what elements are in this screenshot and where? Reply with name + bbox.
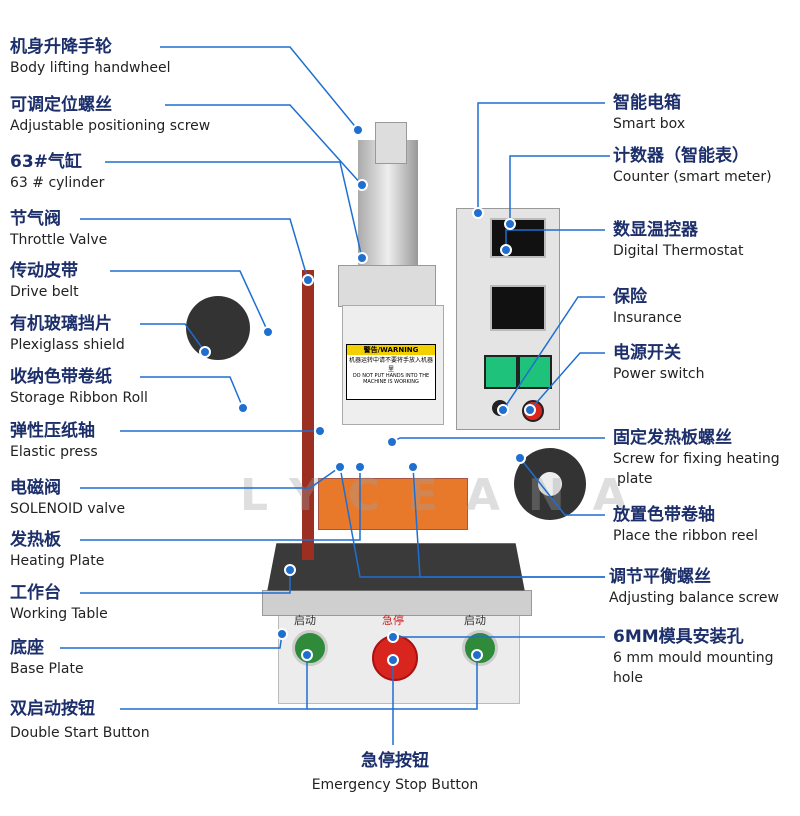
- label-heating-plate: 发热板 Heating Plate: [10, 529, 104, 571]
- label-throttle-valve: 节气阀 Throttle Valve: [10, 208, 107, 250]
- storage-ribbon-roll: [186, 296, 250, 360]
- label-zh: 机身升降手轮: [10, 37, 112, 57]
- label-en: Drive belt: [10, 284, 79, 300]
- ribbon-reel-hub: [538, 472, 562, 496]
- label-zh: 有机玻璃挡片: [10, 314, 112, 334]
- label-en: Smart box: [613, 116, 686, 132]
- label-en: Power switch: [613, 366, 705, 382]
- start-button-left[interactable]: [292, 630, 328, 666]
- label-mould-hole: 6MM模具安装孔 6 mm mould mounting hole: [613, 626, 773, 688]
- label-zh: 工作台: [10, 583, 61, 603]
- label-zh: 底座: [10, 638, 44, 658]
- label-zh: 6MM模具安装孔: [613, 627, 744, 647]
- label-en: Emergency Stop Button: [311, 777, 479, 793]
- label-working-table: 工作台 Working Table: [10, 582, 108, 624]
- label-counter: 计数器（智能表） Counter (smart meter): [613, 145, 772, 187]
- label-en: Base Plate: [10, 661, 84, 677]
- label-zh: 可调定位螺丝: [10, 95, 112, 115]
- label-en-2: plate: [617, 471, 653, 487]
- warning-sticker: 警告/WARNING 机器运转中请不要将手放入机器里 DO NOT PUT HA…: [346, 344, 436, 400]
- label-zh: 弹性压纸轴: [10, 421, 95, 441]
- label-en: Double Start Button: [10, 725, 150, 741]
- label-body-lifting-handwheel: 机身升降手轮 Body lifting handwheel: [10, 36, 171, 78]
- label-en: 63 # cylinder: [10, 175, 105, 191]
- label-en: Adjusting balance screw: [609, 590, 779, 606]
- label-zh: 保险: [613, 287, 647, 307]
- label-digital-thermostat: 数显温控器 Digital Thermostat: [613, 219, 743, 261]
- power-switch-left[interactable]: [484, 355, 518, 389]
- warning-title: 警告/WARNING: [347, 345, 435, 355]
- label-power-switch: 电源开关 Power switch: [613, 342, 704, 384]
- label-balance-screw: 调节平衡螺丝 Adjusting balance screw: [609, 566, 779, 608]
- label-en: Place the ribbon reel: [613, 528, 758, 544]
- label-zh: 电源开关: [613, 343, 681, 363]
- label-zh: 计数器（智能表）: [613, 146, 749, 166]
- label-zh: 双启动按钮: [10, 699, 95, 719]
- label-zh: 固定发热板螺丝: [613, 428, 732, 448]
- thermostat-display: [490, 285, 546, 331]
- label-zh: 数显温控器: [613, 220, 698, 240]
- label-en: Throttle Valve: [10, 232, 108, 248]
- label-en: Screw for fixing heating: [613, 451, 780, 467]
- label-en: Counter (smart meter): [613, 169, 772, 185]
- start-label-left: 启动: [294, 614, 316, 627]
- label-zh: 电磁阀: [10, 478, 61, 498]
- label-en: Insurance: [613, 310, 682, 326]
- label-heating-plate-screw: 固定发热板螺丝 Screw for fixing heating plate: [613, 427, 780, 489]
- label-cylinder: 63#气缸 63 # cylinder: [10, 151, 104, 193]
- label-zh: 传动皮带: [10, 261, 78, 281]
- warning-en: DO NOT PUT HANDS INTO THE MACHINE IS WOR…: [352, 373, 430, 385]
- working-table: [262, 590, 532, 616]
- label-zh: 发热板: [10, 530, 61, 550]
- label-en-2: hole: [613, 670, 643, 686]
- label-zh: 收纳色带卷纸: [10, 367, 112, 387]
- label-drive-belt: 传动皮带 Drive belt: [10, 260, 79, 302]
- label-storage-ribbon-roll: 收纳色带卷纸 Storage Ribbon Roll: [10, 366, 148, 408]
- label-base-plate: 底座 Base Plate: [10, 637, 84, 679]
- start-label-right: 启动: [464, 614, 486, 627]
- label-adjustable-screw: 可调定位螺丝 Adjustable positioning screw: [10, 94, 210, 136]
- counter-display: [490, 218, 546, 258]
- label-ribbon-reel: 放置色带卷轴 Place the ribbon reel: [613, 504, 758, 546]
- label-en: SOLENOID valve: [10, 501, 126, 517]
- label-double-start-button: 双启动按钮 Double Start Button: [10, 698, 150, 743]
- label-en: Adjustable positioning screw: [10, 118, 211, 134]
- label-zh: 63#气缸: [10, 152, 82, 172]
- label-en: Storage Ribbon Roll: [10, 390, 148, 406]
- warning-zh: 机器运转中请不要将手放入机器里: [348, 357, 433, 373]
- label-en: Plexiglass shield: [10, 337, 125, 353]
- label-elastic-press: 弹性压纸轴 Elastic press: [10, 420, 98, 462]
- label-solenoid-valve: 电磁阀 SOLENOID valve: [10, 477, 125, 519]
- label-zh: 智能电箱: [613, 93, 681, 113]
- label-zh: 放置色带卷轴: [613, 505, 715, 525]
- label-zh: 节气阀: [10, 209, 61, 229]
- label-emergency-stop: 急停按钮 Emergency Stop Button: [305, 750, 485, 795]
- label-insurance: 保险 Insurance: [613, 286, 682, 328]
- label-zh: 调节平衡螺丝: [609, 567, 711, 587]
- label-plexiglass-shield: 有机玻璃挡片 Plexiglass shield: [10, 313, 125, 355]
- stop-label: 急停: [382, 614, 404, 627]
- label-zh: 急停按钮: [361, 751, 429, 771]
- label-en: 6 mm mould mounting: [613, 650, 774, 666]
- label-en: Body lifting handwheel: [10, 60, 171, 76]
- label-en: Elastic press: [10, 444, 98, 460]
- label-smart-box: 智能电箱 Smart box: [613, 92, 685, 134]
- label-en: Digital Thermostat: [613, 243, 744, 259]
- cylinder-top: [375, 122, 407, 164]
- label-en: Working Table: [10, 606, 108, 622]
- label-en: Heating Plate: [10, 553, 105, 569]
